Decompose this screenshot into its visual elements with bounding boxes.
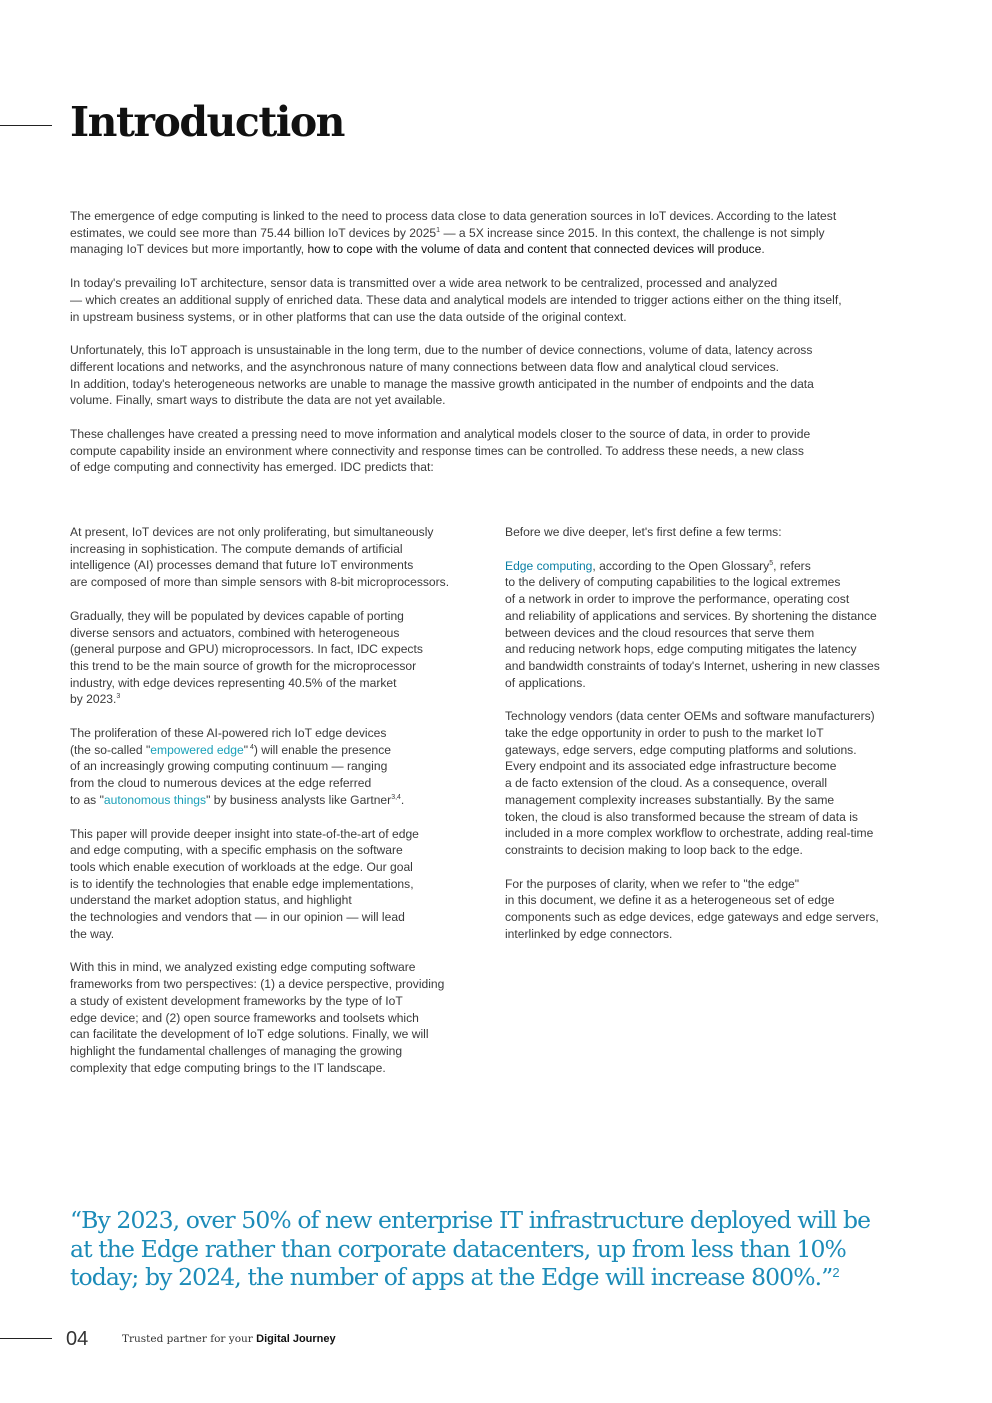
left-paragraph-4: This paper will provide deeper insight i… bbox=[70, 826, 419, 941]
left-paragraph-2: Gradually, they will be populated by dev… bbox=[70, 608, 423, 707]
left-paragraph-5: With this in mind, we analyzed existing … bbox=[70, 960, 445, 1075]
right-paragraph-4: For the purposes of clarity, when we ref… bbox=[505, 876, 879, 941]
right-paragraph-2: Edge computing, according to the Open Gl… bbox=[505, 558, 880, 690]
intro-paragraph-3: Unfortunately, this IoT approach is unsu… bbox=[70, 343, 814, 408]
page-number: 04 bbox=[66, 1328, 89, 1350]
left-paragraph-3: The proliferation of these AI-powered ri… bbox=[70, 726, 405, 807]
edge-computing-link[interactable]: Edge computing bbox=[505, 558, 593, 573]
highlighted-phrase: how to cope with the volume of data and … bbox=[307, 242, 762, 257]
footer-tagline: Trusted partner for your Digital Journey bbox=[122, 1333, 336, 1345]
pull-quote: “By 2023, over 50% of new enterprise IT … bbox=[70, 1206, 871, 1291]
page-title: Introduction bbox=[70, 98, 346, 146]
intro-paragraph-4: These challenges have created a pressing… bbox=[70, 427, 811, 475]
footer-rule bbox=[0, 1338, 52, 1339]
title-rule bbox=[0, 125, 52, 126]
intro-paragraph-2: In today's prevailing IoT architecture, … bbox=[70, 276, 842, 324]
intro-section: The emergence of edge computing is linke… bbox=[70, 208, 926, 493]
left-column: At present, IoT devices are not only pro… bbox=[70, 524, 490, 1093]
right-paragraph-1: Before we dive deeper, let's first defin… bbox=[505, 525, 782, 539]
left-paragraph-1: At present, IoT devices are not only pro… bbox=[70, 525, 450, 590]
right-paragraph-3: Technology vendors (data center OEMs and… bbox=[505, 709, 875, 857]
intro-paragraph-1: The emergence of edge computing is linke… bbox=[70, 209, 837, 257]
autonomous-things-link[interactable]: autonomous things bbox=[103, 792, 207, 807]
empowered-edge-link[interactable]: empowered edge bbox=[150, 742, 244, 757]
right-column: Before we dive deeper, let's first defin… bbox=[505, 524, 925, 959]
